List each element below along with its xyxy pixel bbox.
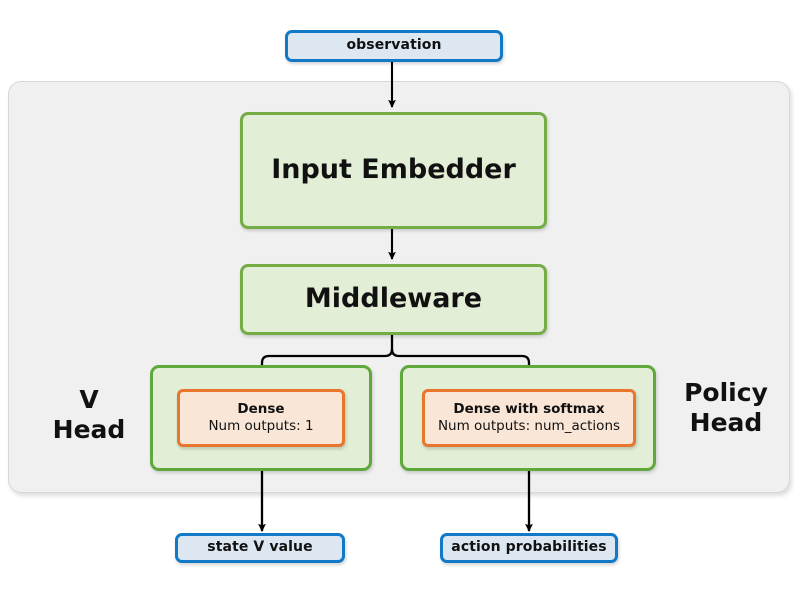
node-dense-with-softmax-subtitle: Num outputs: num_actions — [437, 418, 621, 434]
node-middleware[interactable]: Middleware — [240, 264, 547, 335]
node-observation-label: observation — [346, 37, 442, 54]
node-action-probabilities[interactable]: action probabilities — [440, 533, 618, 563]
node-input-embedder[interactable]: Input Embedder — [240, 112, 547, 229]
node-dense-with-softmax[interactable]: Dense with softmax Num outputs: num_acti… — [422, 389, 636, 447]
node-dense-with-softmax-title: Dense with softmax — [453, 401, 605, 418]
node-dense[interactable]: Dense Num outputs: 1 — [177, 389, 345, 447]
node-input-embedder-label: Input Embedder — [271, 154, 516, 186]
node-state-v-value-label: state V value — [207, 539, 313, 556]
label-policy-head: Policy Head — [684, 378, 768, 437]
node-dense-title: Dense — [237, 401, 285, 418]
label-v-head: V Head — [52, 385, 126, 444]
node-action-probabilities-label: action probabilities — [451, 539, 607, 556]
node-middleware-label: Middleware — [304, 283, 483, 315]
node-dense-subtitle: Num outputs: 1 — [208, 418, 314, 434]
node-state-v-value[interactable]: state V value — [175, 533, 345, 563]
node-observation[interactable]: observation — [285, 30, 503, 62]
